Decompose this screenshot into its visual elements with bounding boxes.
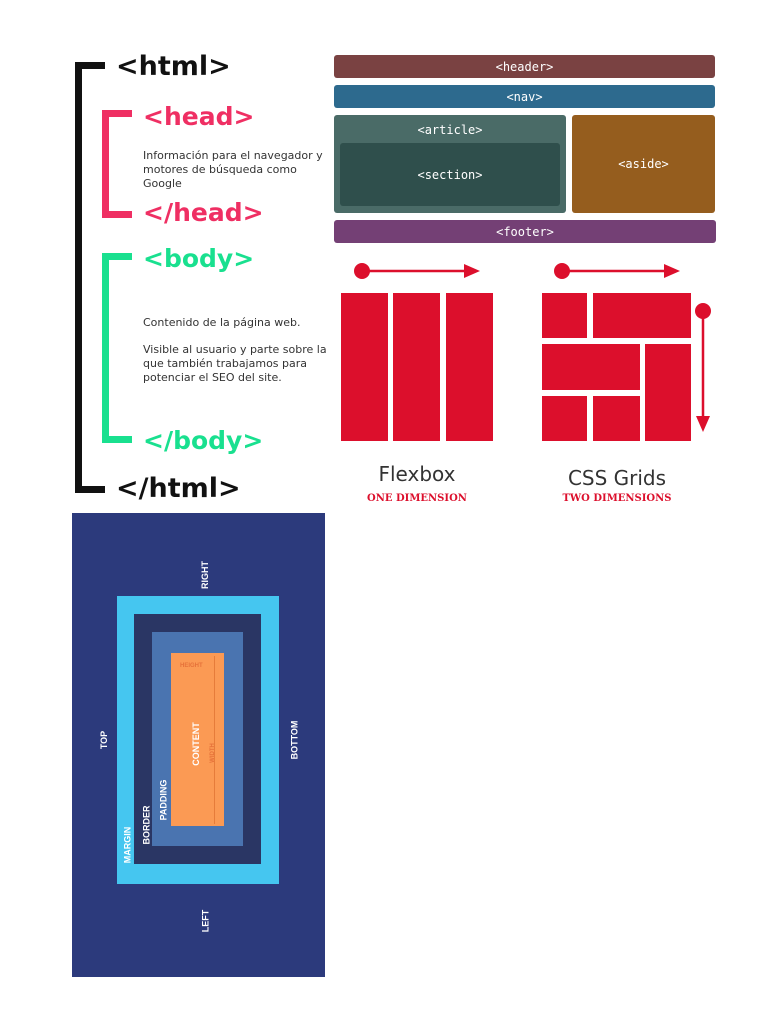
height-label: HEIGHT xyxy=(180,663,203,669)
body-description-2: Visible al usuario y parte sobre la que … xyxy=(143,343,327,384)
grid-item xyxy=(542,344,640,390)
aside-block: <aside> xyxy=(572,115,715,213)
section-block: <section> xyxy=(340,143,560,206)
html-open-tag: <html> xyxy=(116,51,231,82)
html-close-tag: </html> xyxy=(116,473,241,504)
body-open-tag: <body> xyxy=(143,244,255,273)
padding-label: PADDING xyxy=(158,779,169,821)
html-bracket-bottom xyxy=(75,486,105,493)
height-indicator xyxy=(214,656,215,824)
box-model-panel: HEIGHT WIDTH CONTENT PADDING BORDER MARG… xyxy=(72,513,325,977)
content-box xyxy=(171,653,224,826)
grid-item xyxy=(542,293,587,338)
head-open-tag: <head> xyxy=(143,102,255,131)
flex-item xyxy=(393,293,440,441)
left-label: LEFT xyxy=(200,909,211,933)
flexbox-title: Flexbox xyxy=(378,462,456,486)
html-bracket-top xyxy=(75,62,105,69)
grid-item xyxy=(645,344,691,441)
flexbox-arrow-icon xyxy=(354,263,480,279)
head-bracket-bottom xyxy=(102,211,132,218)
head-close-tag: </head> xyxy=(143,198,264,227)
nav-block: <nav> xyxy=(334,85,715,108)
grid-subtitle: TWO DIMENSIONS xyxy=(562,493,672,504)
body-close-tag: </body> xyxy=(143,426,264,455)
margin-label: MARGIN xyxy=(122,826,133,864)
html-bracket-vertical xyxy=(75,62,82,493)
grid-item xyxy=(542,396,587,441)
grid-row-arrow-icon xyxy=(554,263,680,279)
body-bracket-top xyxy=(102,253,132,260)
head-bracket-vertical xyxy=(102,110,109,218)
grid-title: CSS Grids xyxy=(567,466,667,490)
right-label: RIGHT xyxy=(200,561,210,589)
head-description: Información para el navegador y motores … xyxy=(143,149,323,190)
head-bracket-top xyxy=(102,110,132,117)
article-block: <article> xyxy=(334,115,566,213)
grid-item xyxy=(593,396,640,441)
grid-column-arrow-icon xyxy=(695,303,711,432)
body-bracket-vertical xyxy=(102,253,109,443)
width-label: WIDTH xyxy=(209,743,216,763)
border-label: BORDER xyxy=(141,805,152,845)
flex-item xyxy=(341,293,388,441)
body-description-1: Contenido de la página web. xyxy=(143,316,301,329)
top-label: TOP xyxy=(99,730,110,750)
content-label: CONTENT xyxy=(190,722,201,766)
grid-item xyxy=(593,293,691,338)
html-structure-panel: <html> <head> Información para el navega… xyxy=(0,0,340,510)
flex-item xyxy=(446,293,493,441)
footer-block: <footer> xyxy=(334,220,716,243)
flexbox-subtitle: ONE DIMENSION xyxy=(367,493,467,504)
body-bracket-bottom xyxy=(102,436,132,443)
bottom-label: BOTTOM xyxy=(289,720,300,760)
header-block: <header> xyxy=(334,55,715,78)
